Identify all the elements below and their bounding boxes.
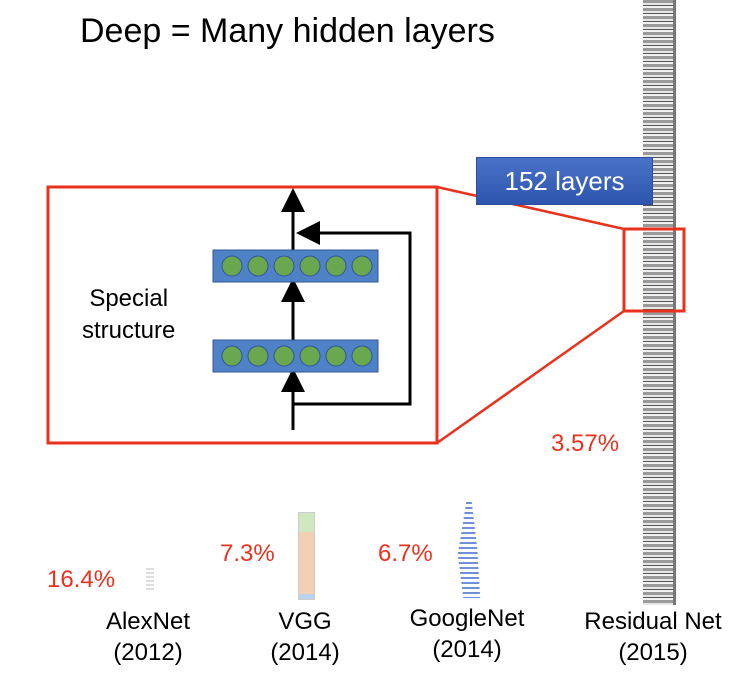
alexnet-error: 16.4% <box>47 566 116 593</box>
hidden-layer-bottom <box>212 339 379 373</box>
resnet-label: Residual Net (2015) <box>568 606 738 668</box>
net-name: VGG <box>278 608 332 635</box>
net-name: GoogleNet <box>409 605 525 632</box>
googlenet-error: 6.7% <box>378 540 433 567</box>
layers-count-badge: 152 layers <box>476 157 653 205</box>
alexnet-label: AlexNet (2012) <box>88 606 208 668</box>
hidden-layer-top <box>212 249 379 283</box>
label-line-2: structure <box>82 317 176 344</box>
vgg-label: VGG (2014) <box>245 606 365 668</box>
net-name: AlexNet <box>105 608 191 635</box>
zoom-source-box <box>622 227 686 313</box>
net-name: Residual Net <box>584 608 722 635</box>
net-year: (2014) <box>432 636 502 663</box>
special-structure-label: Special structure <box>82 283 175 347</box>
skip-connection-arrow <box>293 221 412 406</box>
net-year: (2015) <box>618 639 688 666</box>
label-line-1: Special <box>89 285 169 312</box>
residual-net-architecture-image <box>643 0 676 605</box>
zoom-box <box>46 185 439 445</box>
slide-title: Deep = Many hidden layers <box>80 12 495 50</box>
net-year: (2014) <box>270 639 340 666</box>
googlenet-label: GoogleNet (2014) <box>392 603 542 665</box>
vgg-architecture-image <box>298 512 315 600</box>
alexnet-architecture-image <box>146 568 154 590</box>
net-year: (2012) <box>113 639 183 666</box>
vgg-error: 7.3% <box>220 540 275 567</box>
resnet-error: 3.57% <box>551 430 620 457</box>
